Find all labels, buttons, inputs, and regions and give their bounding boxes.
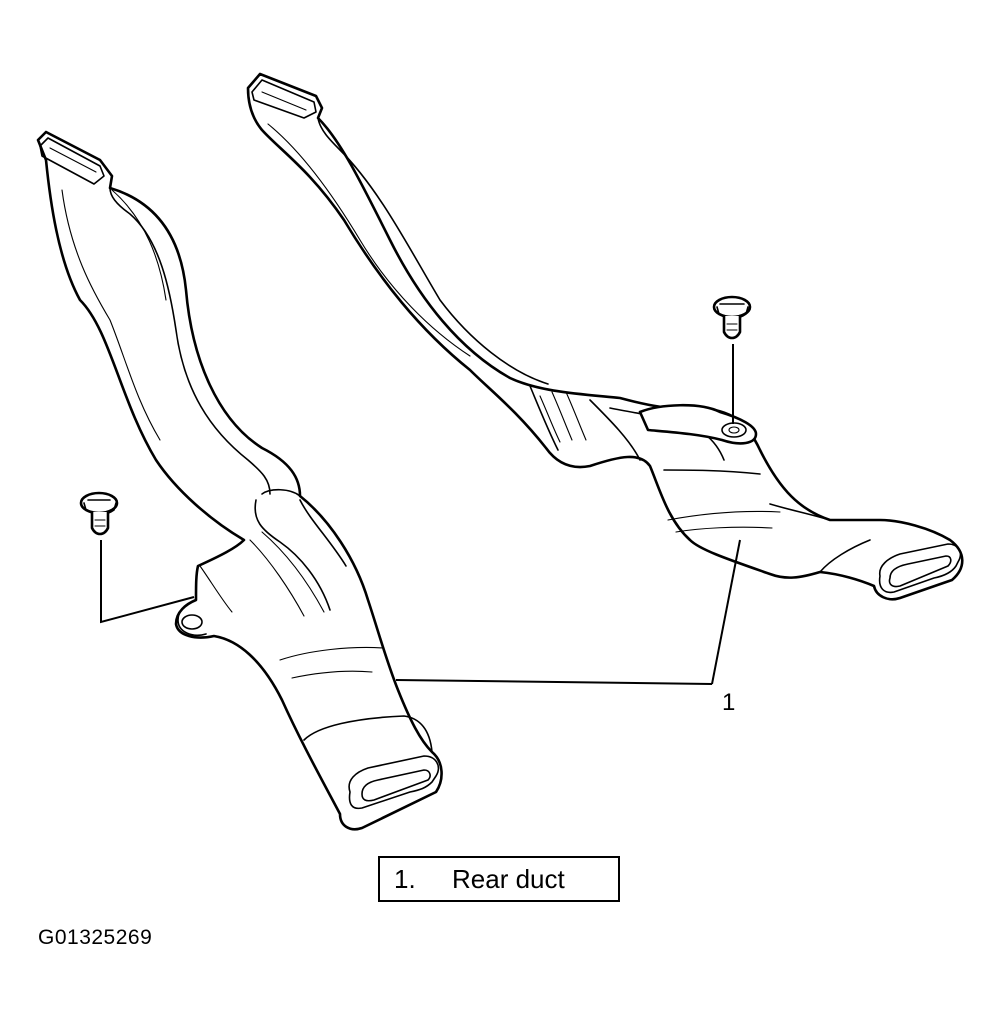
- legend-box: 1. Rear duct: [378, 856, 620, 902]
- callout-number: 1: [722, 689, 735, 716]
- legend-label: Rear duct: [452, 863, 565, 894]
- callout-leader-right: [711, 539, 741, 685]
- right-clip: [712, 295, 752, 340]
- figure-id: G01325269: [38, 926, 153, 949]
- left-rear-duct: [36, 130, 443, 831]
- right-rear-duct: [246, 72, 964, 601]
- left-clip-leader: [100, 540, 195, 624]
- legend-number: 1.: [394, 863, 416, 894]
- callout-leader-left: [395, 679, 713, 685]
- left-clip: [79, 491, 119, 536]
